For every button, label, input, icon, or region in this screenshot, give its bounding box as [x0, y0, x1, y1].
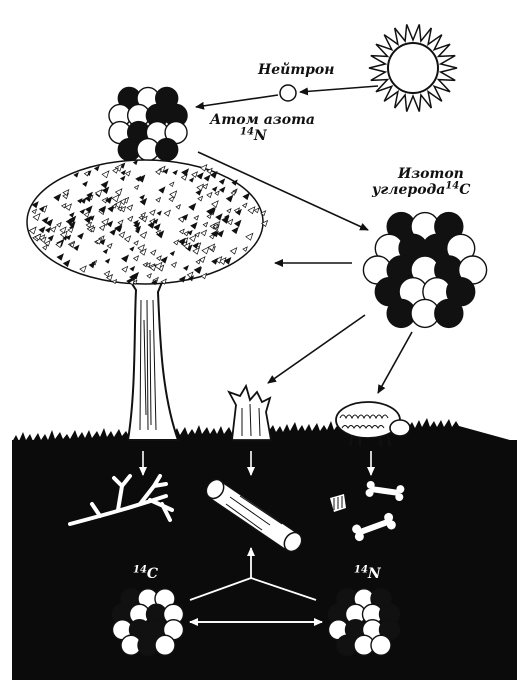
neutron-sphere	[371, 635, 391, 655]
arrow-sun-to-neutron	[300, 86, 378, 92]
carbon-isotope-label: Изотоп углерода14C	[372, 166, 470, 198]
arrow-carbon-to-stump	[268, 315, 365, 383]
bottom-carbon-label: 14C	[133, 566, 158, 582]
arrow-neutron-to-nitrogen	[196, 95, 278, 107]
proton-sphere	[156, 139, 178, 161]
bottom-nitrogen-label: 14N	[354, 566, 381, 582]
neutron-particle	[280, 85, 296, 101]
proton-sphere	[435, 299, 463, 327]
neutron-label: Нейтрон	[258, 62, 334, 78]
nitrogen-atom-top	[109, 87, 187, 160]
soil-layer	[12, 418, 517, 680]
sun-icon	[369, 24, 457, 111]
neutron-sphere	[155, 635, 175, 655]
arrow-carbon-to-sheep	[378, 332, 412, 393]
carbon-isotope-atom	[363, 213, 486, 328]
stump-icon	[229, 386, 271, 440]
nitrogen-atom-label: Атом азота 14N	[210, 112, 315, 144]
